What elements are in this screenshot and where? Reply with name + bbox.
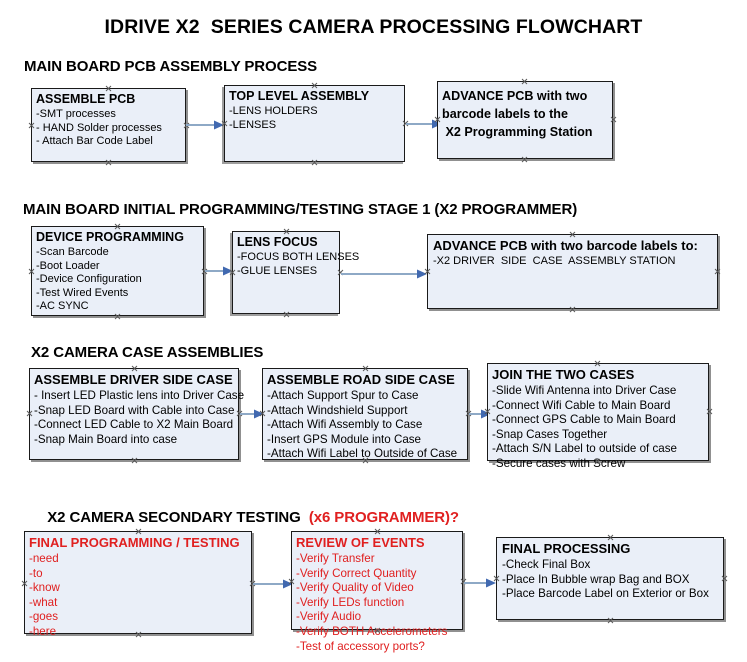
box-line: -Verify Transfer: [296, 552, 375, 565]
box-title: ASSEMBLE DRIVER SIDE CASE: [34, 372, 233, 387]
box-device-programming[interactable]: DEVICE PROGRAMMING -Scan Barcode -Boot L…: [31, 226, 204, 316]
box-line: -Verify Quality of Video: [296, 581, 414, 595]
box-line: -Test Wired Events: [36, 286, 129, 299]
box-top-level-assembly[interactable]: TOP LEVEL ASSEMBLY -LENS HOLDERS -LENSES: [224, 85, 405, 162]
section-heading-x2-camera-secondary-testing: X2 CAMERA SECONDARY TESTING (x6 PROGRAMM…: [31, 492, 459, 543]
box-line: -Snap Main Board into case: [34, 432, 178, 446]
box-line: -Slide Wifi Antenna into Driver Case: [492, 384, 677, 397]
box-line: -X2 DRIVER SIDE CASE ASSEMBLY STATION: [433, 255, 676, 267]
box-line: -here: [29, 624, 57, 638]
box-title: FINAL PROGRAMMING / TESTING: [29, 535, 240, 550]
box-line: -Verify Correct Quantity: [296, 566, 417, 580]
box-title: LENS FOCUS: [237, 235, 318, 249]
box-line: -goes: [29, 610, 59, 624]
box-title: FINAL PROCESSING: [502, 541, 631, 556]
box-line: - Insert LED Plastic lens into Driver Ca…: [34, 389, 245, 402]
box-title: TOP LEVEL ASSEMBLY: [229, 89, 370, 103]
box-title: DEVICE PROGRAMMING: [36, 230, 184, 244]
box-line: -need: [29, 552, 59, 565]
box-line: -Connect LED Cable to X2 Main Board: [34, 418, 234, 432]
box-advance-pcb-driver-side-station[interactable]: ADVANCE PCB with two barcode labels to: …: [427, 234, 718, 309]
box-line: -Secure cases with Screw: [492, 456, 626, 470]
arrow-lens-focus-to-advance-pcb-driver-side: [341, 267, 429, 281]
box-join-the-two-cases[interactable]: JOIN THE TWO CASES -Slide Wifi Antenna i…: [487, 363, 709, 470]
box-title: ASSEMBLE PCB: [36, 92, 136, 106]
box-line: -Check Final Box: [502, 558, 591, 571]
box-title: REVIEW OF EVENTS: [296, 535, 425, 550]
box-line: -Device Configuration: [36, 273, 142, 286]
box-line: -LENS HOLDERS: [229, 105, 318, 117]
box-line: -Attach S/N Label to outside of case: [492, 442, 677, 456]
box-line: -Insert GPS Module into Case: [267, 432, 422, 446]
box-line: -Snap Cases Together: [492, 427, 608, 441]
box-line: -know: [29, 581, 60, 595]
section-heading-main-board-pcb-assembly: MAIN BOARD PCB ASSEMBLY PROCESS: [24, 58, 318, 75]
box-line: -Place In Bubble wrap Bag and BOX: [502, 572, 690, 586]
box-line: -Snap LED Board with Cable into Case: [34, 403, 235, 417]
box-line: -Attach Wifi Label to Outside of Case: [267, 447, 458, 461]
box-line: -Verify LEDs function: [296, 595, 405, 609]
arrow-review-of-events-to-final-processing: [464, 576, 498, 590]
box-assemble-road-side-case[interactable]: ASSEMBLE ROAD SIDE CASE -Attach Support …: [262, 368, 468, 460]
box-line: - HAND Solder processes: [36, 121, 162, 134]
page-title: IDRIVE X2 SERIES CAMERA PROCESSING FLOWC…: [104, 16, 643, 38]
box-line: -Attach Wifi Assembly to Case: [267, 418, 423, 432]
box-line: -Scan Barcode: [36, 246, 109, 258]
box-title: JOIN THE TWO CASES: [492, 367, 635, 382]
arrow-assemble-pcb-to-top-level-assembly: [186, 118, 226, 132]
box-line: -Place Barcode Label on Exterior or Box: [502, 587, 709, 601]
section-heading-x2-camera-case-assemblies: X2 CAMERA CASE ASSEMBLIES: [31, 344, 264, 361]
box-line: -Attach Windshield Support: [267, 403, 408, 417]
arrow-road-side-to-join-two-cases: [469, 407, 493, 421]
box-line: -Attach Support Spur to Case: [267, 389, 419, 402]
box-line-overflow: -Test of accessory ports?: [296, 639, 425, 653]
box-line: -AC SYNC: [36, 300, 89, 313]
box-lens-focus[interactable]: LENS FOCUS -FOCUS BOTH LENSES -GLUE LENS…: [232, 231, 360, 314]
box-title: ADVANCE PCB with two barcode labels to t…: [442, 89, 593, 139]
section-heading-accent: (x6 PROGRAMMER)?: [308, 509, 459, 526]
arrow-final-programming-to-review-of-events: [253, 577, 295, 591]
box-final-processing[interactable]: FINAL PROCESSING -Check Final Box -Place…: [496, 537, 724, 620]
box-line: - Attach Bar Code Label: [36, 135, 153, 148]
section-heading-main-board-initial-programming: MAIN BOARD INITIAL PROGRAMMING/TESTING S…: [23, 201, 578, 218]
section-heading-label: X2 CAMERA SECONDARY TESTING: [47, 509, 309, 526]
box-line: -what: [29, 595, 58, 609]
box-assemble-pcb[interactable]: ASSEMBLE PCB -SMT processes - HAND Solde…: [31, 88, 186, 162]
box-line: -SMT processes: [36, 108, 116, 120]
box-line: -Verify Audio: [296, 610, 362, 624]
box-line: -Verify BOTH Accelerometers: [296, 624, 448, 638]
box-line: -to: [29, 566, 43, 580]
box-line: -Connect Wifi Cable to Main Board: [492, 398, 671, 412]
box-assemble-driver-side-case[interactable]: ASSEMBLE DRIVER SIDE CASE - Insert LED P…: [29, 368, 245, 460]
arrow-driver-side-to-road-side: [240, 407, 266, 421]
box-final-programming-testing[interactable]: FINAL PROGRAMMING / TESTING -need -to -k…: [24, 531, 252, 638]
box-line: -GLUE LENSES: [237, 264, 318, 277]
box-line: -FOCUS BOTH LENSES: [237, 251, 360, 263]
box-review-of-events[interactable]: REVIEW OF EVENTS -Verify Transfer -Verif…: [291, 531, 463, 653]
box-title: ADVANCE PCB with two barcode labels to:: [433, 238, 698, 253]
box-advance-pcb-programming-station[interactable]: ADVANCE PCB with two barcode labels to t…: [437, 81, 613, 159]
box-title: ASSEMBLE ROAD SIDE CASE: [267, 372, 455, 387]
box-line: -Boot Loader: [36, 259, 100, 272]
box-line: -LENSES: [229, 118, 277, 131]
arrow-device-programming-to-lens-focus: [205, 264, 235, 278]
box-line: -Connect GPS Cable to Main Board: [492, 413, 676, 427]
